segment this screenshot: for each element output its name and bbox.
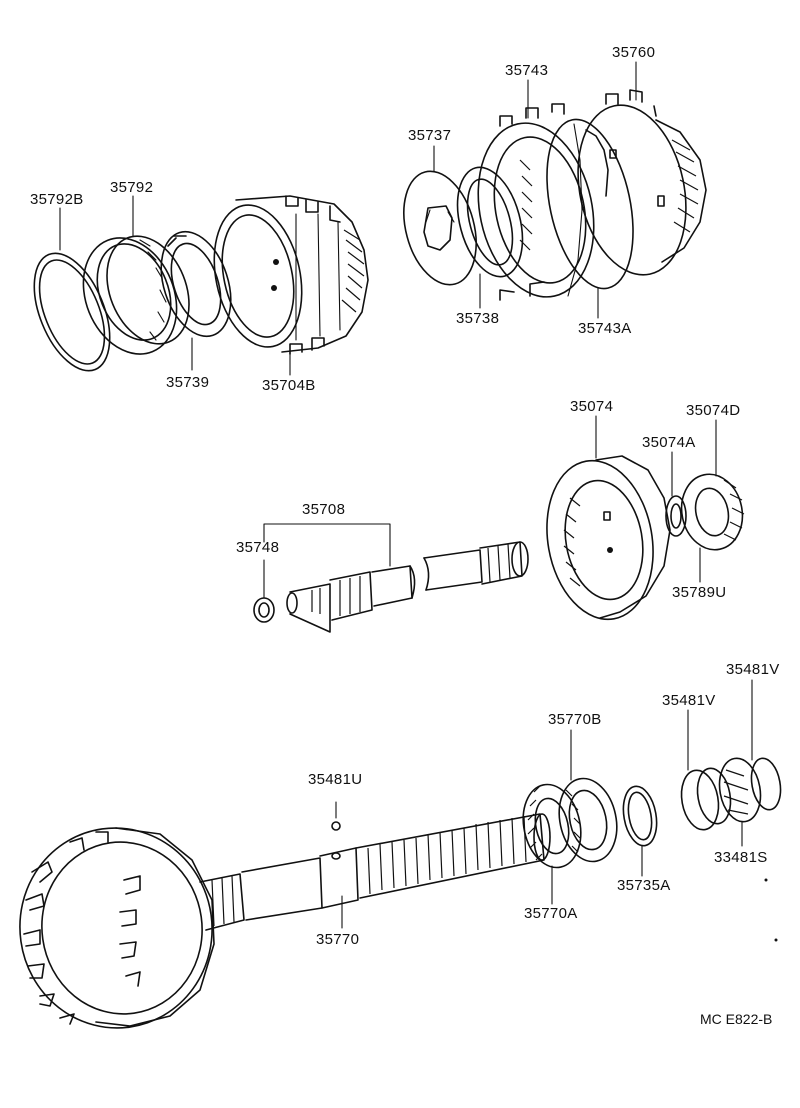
part-35792B-snap-ring <box>33 252 111 372</box>
part-35792-bearing <box>82 235 190 355</box>
part-35738-snap-ring <box>456 166 524 278</box>
label-35743A: 35743A <box>578 320 632 337</box>
part-35770A-needle-bearing <box>522 783 582 869</box>
label-35074: 35074 <box>570 398 613 415</box>
label-35704B: 35704B <box>262 377 316 394</box>
part-35739-thrust-washer <box>160 230 232 338</box>
label-35748: 35748 <box>236 539 279 556</box>
label-33481S: 33481S <box>714 849 768 866</box>
label-35789U: 35789U <box>672 584 726 601</box>
part-35074D-thrust-bearing <box>680 473 745 551</box>
part-35743A-clutch-plate <box>546 118 634 290</box>
part-35737-pressure-plate <box>403 170 477 286</box>
part-35770B-bearing-race <box>558 777 618 863</box>
label-35481U: 35481U <box>308 771 362 788</box>
part-35743-clutch-pack <box>477 103 595 301</box>
label-35735A: 35735A <box>617 877 671 894</box>
part-35074A-washer <box>665 495 687 537</box>
label-35738: 35738 <box>456 310 499 327</box>
leader-lines <box>59 61 753 929</box>
figure-code: MC E822-B <box>700 1011 772 1027</box>
label-35743: 35743 <box>505 62 548 79</box>
part-35481U-check-ball <box>331 821 341 831</box>
part-35704B-clutch-drum <box>213 195 369 355</box>
speck-dot <box>764 878 768 882</box>
label-35708: 35708 <box>302 501 345 518</box>
speck-dot <box>774 938 778 942</box>
part-35735A-snap-ring <box>622 785 658 847</box>
part-35708-intermediate-shaft <box>286 541 529 633</box>
label-35074A: 35074A <box>642 434 696 451</box>
label-35481V-a: 35481V <box>662 692 716 709</box>
part-35481V-seal-rings <box>680 757 782 831</box>
label-35792B: 35792B <box>30 191 84 208</box>
label-35770B: 35770B <box>548 711 602 728</box>
label-35739: 35739 <box>166 374 209 391</box>
label-35770: 35770 <box>316 931 359 948</box>
label-35792: 35792 <box>110 179 153 196</box>
part-35770-drum-shaft <box>19 813 551 1029</box>
label-35760: 35760 <box>612 44 655 61</box>
part-35748-bushing <box>253 597 275 623</box>
label-35770A: 35770A <box>524 905 578 922</box>
part-35074-ring-gear <box>546 455 671 621</box>
label-35074D: 35074D <box>686 402 740 419</box>
label-35737: 35737 <box>408 127 451 144</box>
part-33481S-drive-gear <box>718 757 762 823</box>
part-35760-clutch-hub <box>577 89 707 276</box>
label-35481V-b: 35481V <box>726 661 780 678</box>
